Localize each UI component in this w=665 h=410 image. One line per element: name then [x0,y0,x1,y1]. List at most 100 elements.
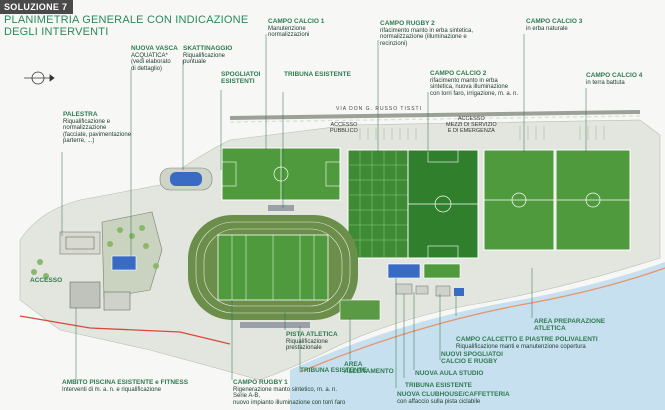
street-curb [229,115,641,123]
label-text: TRIBUNA ESISTENTE [284,71,351,78]
label-text: (vedi elaborato [131,59,171,65]
label-text: ACCESSO [457,116,485,122]
street-label: VIA DON G. RUSSO TISSTI [336,106,422,112]
label-text: Riqualificazione [286,338,329,345]
label-text: CAMPO CALCIO 1 [268,18,325,25]
palestra-building [59,231,101,255]
label-text: Serie A-B, [233,393,261,399]
label-nuova-clubhouse: NUOVA CLUBHOUSE/CAFFETTERIA con affaccio… [397,391,510,405]
label-text: Rigenerazione manto sintetico, m. a. n. [233,386,338,393]
label-text: CAMPO RUGBY 1 [233,379,288,386]
label-text: ALLENAMENTO [344,367,394,375]
red-path [19,315,231,345]
label-text: CAMPO CALCIO 4 [586,72,643,79]
label-text: Interventi di m. a. n. e riqualificazion… [62,386,162,393]
skating-rink-center [170,172,202,186]
nuova-aula-block [415,285,429,295]
label-text: E DI EMERGENZA [447,128,495,134]
label-text: CALCIO E RUGBY [441,357,498,365]
label-text: CAMPO CALCIO 3 [526,18,583,25]
label-text: normalizzazioni [268,32,310,38]
label-text: normalizzazione [63,125,107,131]
label-campo-calcio-2: CAMPO CALCIO 2 rifacimento manto in erba… [430,70,519,97]
label-area-allenamento: AREA ALLENAMENTO [344,361,394,375]
page-title: PLANIMETRIA GENERALE CON INDICAZIONE DEG… [4,14,249,38]
street-band [229,110,641,120]
label-text: ESISTENTI [221,77,255,85]
trees [31,225,159,279]
cycle-path-line [299,267,665,373]
label-text: CAMPO CALCIO 2 [430,70,487,77]
label-text: Riqualificazione manti e manutenzione co… [456,343,586,350]
label-campo-rugby-1: CAMPO RUGBY 1 Rigenerazione manto sintet… [233,379,346,406]
label-campo-calcio-4: CAMPO CALCIO 4 in terra battuta [586,72,643,86]
label-text: AREA PREPARAZIONE [534,318,606,325]
label-text: ACCESSO [30,277,63,284]
label-text: normalizzazione (illuminazione e [380,34,467,40]
nuova-vasca-pool [111,255,137,271]
label-spogliatoi-esistenti: SPOGLIATOI ESISTENTI [221,71,261,85]
north-arrow-icon [24,71,55,85]
area-allenamento-field [339,299,381,321]
label-skattinaggio: SKATTINAGGIO Riqualificazione puntuale [183,45,233,66]
ambito-piscina-building [69,281,101,309]
label-text: MEZZI DI SERVIZIO [446,122,497,128]
label-text: nuovo impianto illuminazione con torri f… [233,399,346,406]
label-text: CAMPO RUGBY 2 [380,20,435,27]
parking-stripes [359,126,605,140]
label-text: rifacimento manto in erba [430,77,498,84]
label-text: Manutenzione [268,25,306,32]
label-nuovi-spogliatoi: NUOVI SPOGLIATOI CALCIO E RUGBY [441,351,503,365]
label-campo-rugby-2: CAMPO RUGBY 2 rifacimento manto in erba … [380,20,474,47]
label-campo-calcio-3: CAMPO CALCIO 3 in erba naturale [526,18,583,32]
label-text: (facciate, pavimentazione [63,131,132,138]
label-tribuna-top: TRIBUNA ESISTENTE [284,71,351,79]
label-text: Riqualificazione e [63,118,111,125]
label-tribuna-esistente-2: TRIBUNA ESISTENTE [405,382,472,390]
label-text: ACQUATICA* [131,52,168,59]
label-text: AMBITO PISCINA ESISTENTE e FITNESS [62,379,189,386]
label-text: CAMPO CALCETTO E PIASTRE POLIVALENTI [456,336,598,343]
label-campo-calcio-1: CAMPO CALCIO 1 Manutenzione normalizzazi… [268,18,325,39]
label-campo-calcetto: CAMPO CALCETTO E PIASTRE POLIVALENTI Riq… [456,336,598,350]
label-text: PISTA ATLETICA [286,331,338,338]
clubhouse-block [435,285,451,297]
label-text: TRIBUNA ESISTENTE [405,382,472,389]
label-text: ATLETICA [534,324,566,332]
label-text: NUOVA CLUBHOUSE/CAFFETTERIA [397,391,510,398]
piscina-area [101,211,163,299]
label-nuova-vasca: NUOVA VASCA ACQUATICA* (vedi elaborato d… [131,45,178,72]
label-text: prestazionale [286,345,322,351]
label-text: in terra battuta [586,79,625,86]
label-text: TRIBUNA ESISTENTE [300,367,367,374]
campo-rugby-2-field [347,149,409,259]
label-accesso-left: ACCESSO [30,277,63,285]
label-text: PUBBLICO [330,128,358,134]
solution-tag: SOLUZIONE 7 [0,0,74,14]
label-pista-atletica: PISTA ATLETICA Riqualificazione prestazi… [286,331,338,352]
label-palestra: PALESTRA Riqualificazione e normalizzazi… [63,111,132,145]
accesso-pubblico-label: ACCESSO PUBBLICO [330,122,358,134]
label-text: sintetica, nuova illuminazione [430,84,509,90]
label-nuova-aula: NUOVA AULA STUDIO [415,370,484,378]
sea-water [290,262,665,410]
label-text: con torri faro, irrigazione, m. a. n. [430,90,519,97]
label-tribuna-bottom: TRIBUNA ESISTENTE [300,367,367,375]
tribuna-top-block [268,205,294,211]
label-text: Riqualificazione [183,52,226,59]
label-text: SPOGLIATOI [221,71,261,78]
accesso-emergenza-label: ACCESSO MEZZI DI SERVIZIO E DI EMERGENZA [446,116,497,134]
label-area-preparazione: AREA PREPARAZIONE ATLETICA [534,318,606,332]
label-text: SKATTINAGGIO [183,45,233,52]
label-text: in erba naturale [526,25,568,32]
label-text: recinzioni) [380,40,408,47]
label-ambito-piscina: AMBITO PISCINA ESISTENTE e FITNESS Inter… [62,379,189,393]
label-text: rifacimento manto in erba sintetica, [380,27,474,34]
label-text: AREA [344,361,363,368]
calcetto-court-1 [387,263,421,279]
label-text: NUOVI SPOGLIATOI [441,351,503,358]
label-text: NUOVA AULA STUDIO [415,370,484,377]
piastra-polivalente [454,288,464,296]
